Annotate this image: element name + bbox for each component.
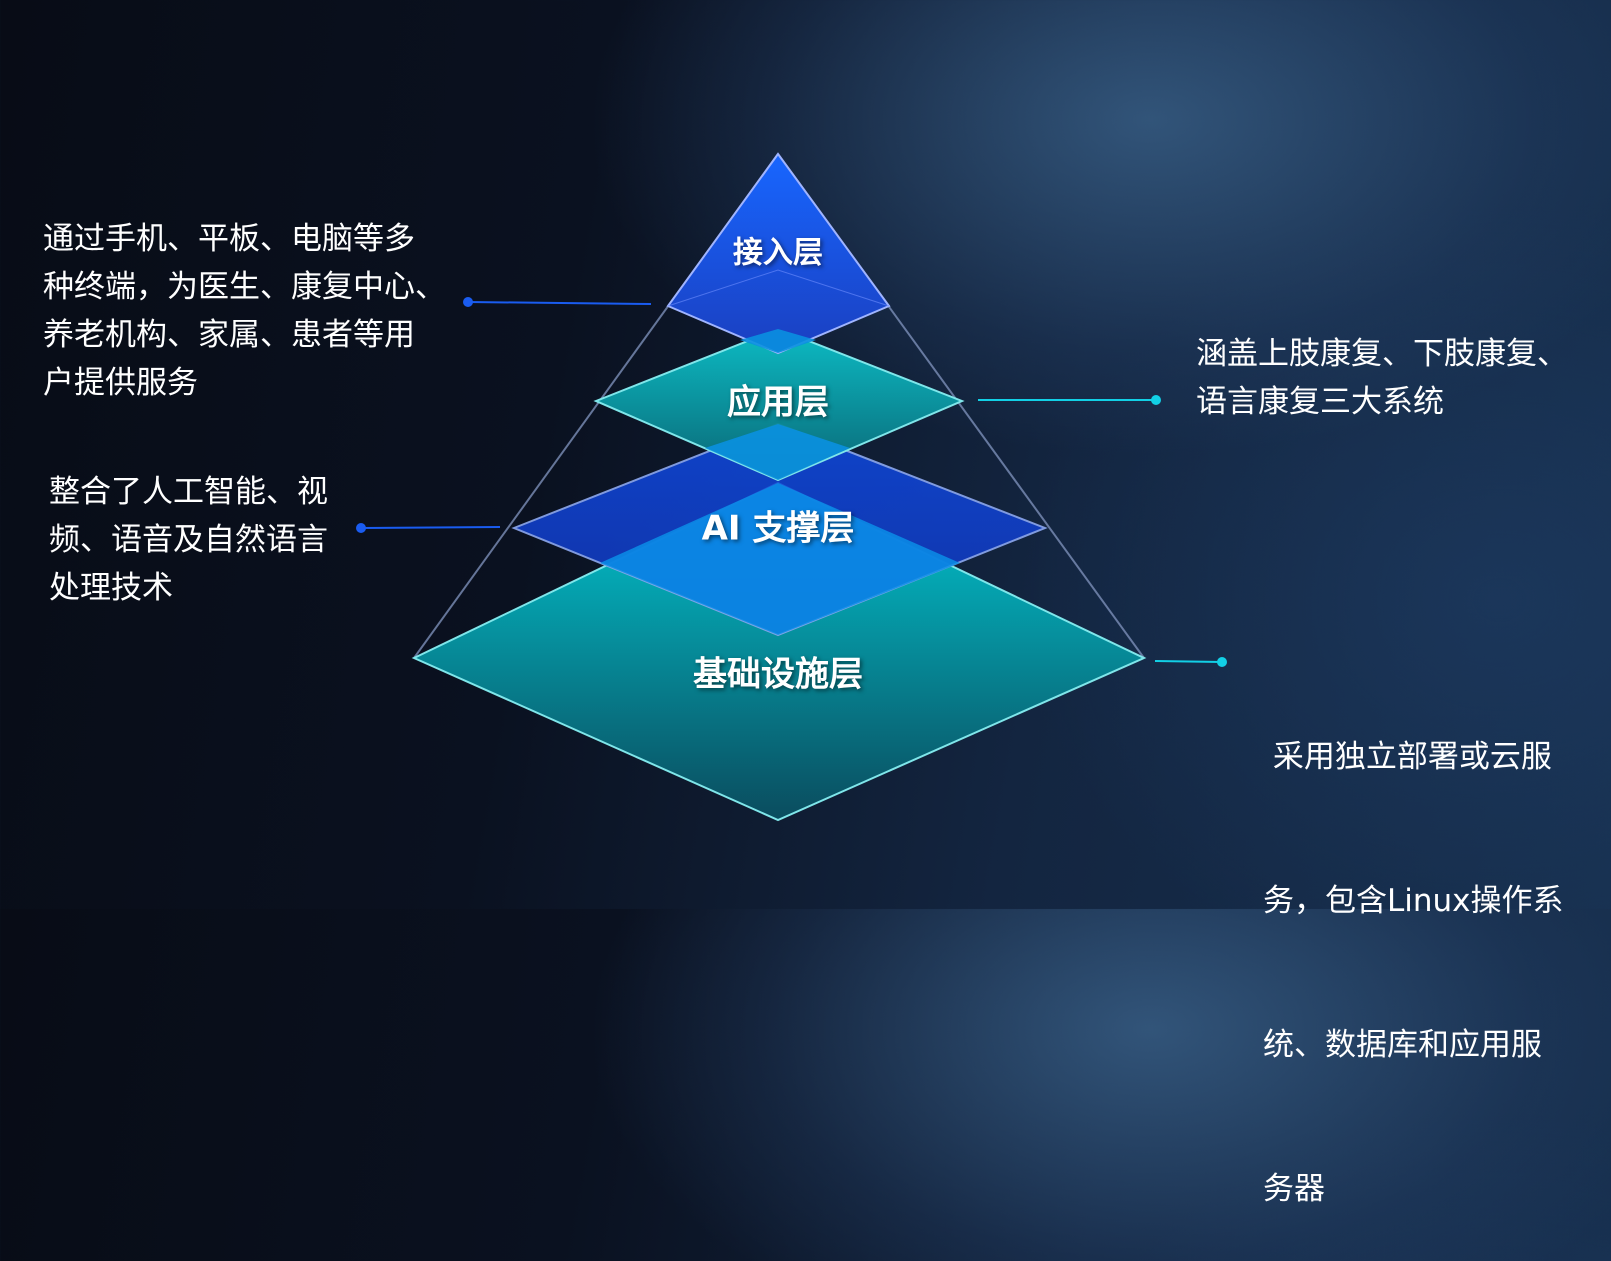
- layer-application-label: 应用层: [727, 383, 829, 423]
- description-line: 种终端，为医生、康复中心、: [43, 269, 446, 305]
- description-access: 通过手机、平板、电脑等多 种终端，为医生、康复中心、 养老机构、家属、患者等用 …: [43, 215, 446, 407]
- description-line: 涵盖上肢康复、下肢康复、: [1196, 336, 1568, 372]
- layer-ai-label: AI 支撑层: [702, 509, 855, 549]
- description-line: 统、数据库和应用服: [1263, 1027, 1542, 1063]
- layer-ai-overlap: [600, 483, 960, 635]
- description-line: 处理技术: [49, 570, 173, 606]
- description-line: 频、语音及自然语言: [49, 522, 328, 558]
- description-application: 涵盖上肢康复、下肢康复、 语言康复三大系统: [1196, 330, 1568, 426]
- connector-application: [978, 395, 1161, 405]
- description-infrastructure: 采用独立部署或云服 务，包含Linux操作系 统、数据库和应用服 务器: [1263, 637, 1564, 1261]
- description-line: 通过手机、平板、电脑等多: [43, 221, 415, 257]
- layer-infrastructure-label: 基础设施层: [693, 655, 863, 695]
- description-line: 采用独立部署或云服: [1263, 739, 1552, 775]
- connector-dot: [463, 297, 473, 307]
- layer-access-inner-edge: [667, 269, 890, 307]
- pyramid-diagram: 接入层 应用层 AI 支撑层 基础设施层: [356, 152, 1227, 822]
- description-line: 务，包含Linux操作系: [1263, 883, 1564, 919]
- layer-access-label: 接入层: [733, 236, 823, 271]
- connector-dot: [356, 523, 366, 533]
- connector-dot: [1151, 395, 1161, 405]
- description-line: 语言康复三大系统: [1196, 384, 1444, 420]
- connector-infrastructure: [1154, 657, 1227, 667]
- description-line: 务器: [1263, 1171, 1325, 1207]
- description-ai: 整合了人工智能、视 频、语音及自然语言 处理技术: [49, 468, 328, 612]
- description-line: 户提供服务: [43, 365, 198, 401]
- layer-application-shape: [593, 327, 965, 482]
- layer-application-overlap: [705, 424, 850, 480]
- layer-access-overlap: [740, 329, 816, 353]
- connector-access: [463, 297, 652, 307]
- connector-ai: [356, 523, 501, 533]
- description-line: 整合了人工智能、视: [49, 474, 328, 510]
- description-line: 养老机构、家属、患者等用: [43, 317, 415, 353]
- connector-dot: [1217, 657, 1227, 667]
